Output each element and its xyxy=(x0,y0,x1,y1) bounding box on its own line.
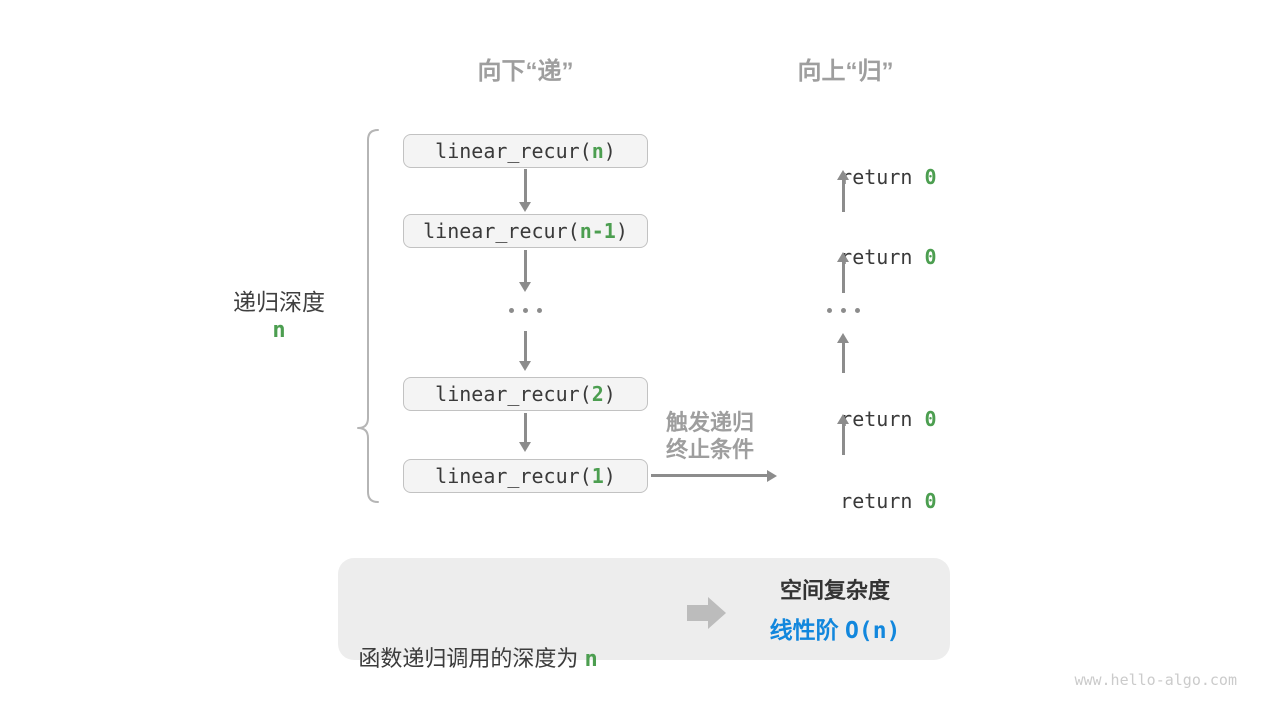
call-text: ) xyxy=(603,382,616,406)
space-complexity-title: 空间复杂度 xyxy=(779,578,890,603)
call-text: ) xyxy=(603,464,616,488)
return-value: 0 xyxy=(924,407,937,431)
summary-var-n: n xyxy=(584,647,598,672)
depth-value-n: n xyxy=(272,318,286,343)
return-keyword: return xyxy=(840,245,925,269)
call-arg: n-1 xyxy=(579,219,616,243)
call-box-1: linear_recur(1) xyxy=(403,459,648,493)
return-statement: return 0 xyxy=(792,380,937,458)
arrow-up-icon xyxy=(837,333,849,373)
depth-label: 递归深度 xyxy=(233,289,325,315)
return-value: 0 xyxy=(924,245,937,269)
arrow-down-icon xyxy=(519,331,531,371)
call-arg: n xyxy=(591,139,604,163)
summary-description: 函数递归调用的深度为 n 共使用 O(n) 的栈帧空间 xyxy=(338,574,618,720)
return-statement: return 0 xyxy=(792,138,937,216)
ellipsis-dots-left xyxy=(509,308,542,313)
column-header-descend: 向下“递” xyxy=(477,58,574,85)
space-complexity-value: 线性阶 O(n) xyxy=(769,617,901,644)
arrow-down-icon xyxy=(519,250,531,292)
terminate-condition-label: 触发递归 终止条件 xyxy=(640,409,780,463)
call-text: linear_recur( xyxy=(435,382,592,406)
call-text: ) xyxy=(603,139,616,163)
call-text: ) xyxy=(615,219,628,243)
call-box-n-1: linear_recur(n-1) xyxy=(403,214,648,248)
terminate-label-line1: 触发递归 xyxy=(665,410,754,435)
ellipsis-dots-right xyxy=(827,308,860,313)
call-text: linear_recur( xyxy=(423,219,580,243)
call-box-n: linear_recur(n) xyxy=(403,134,648,168)
watermark: www.hello-algo.com xyxy=(1074,671,1237,689)
summary-line1: 函数递归调用的深度为 n xyxy=(358,646,598,672)
arrow-down-icon xyxy=(519,169,531,212)
terminate-label-line2: 终止条件 xyxy=(665,437,754,462)
return-keyword: return xyxy=(840,489,925,513)
return-statement: return 0 xyxy=(792,218,937,296)
arrow-up-icon xyxy=(837,252,849,293)
summary-result: 空间复杂度 线性阶 O(n) xyxy=(740,574,930,648)
call-text: linear_recur( xyxy=(435,464,592,488)
return-statement: return 0 xyxy=(792,462,937,540)
call-text: linear_recur( xyxy=(435,139,592,163)
column-header-ascend: 向上“归” xyxy=(797,58,894,85)
summary-panel: 函数递归调用的深度为 n 共使用 O(n) 的栈帧空间 空间复杂度 线性阶 O(… xyxy=(338,558,950,672)
return-value: 0 xyxy=(924,489,937,513)
return-keyword: return xyxy=(840,165,925,189)
arrow-right-icon xyxy=(651,469,777,482)
depth-brace xyxy=(357,129,379,503)
depth-value: n xyxy=(214,317,344,343)
arrow-up-icon xyxy=(837,170,849,212)
return-value: 0 xyxy=(924,165,937,189)
call-arg: 2 xyxy=(591,382,604,406)
call-arg: 1 xyxy=(591,464,604,488)
arrow-up-icon xyxy=(837,414,849,455)
arrow-down-icon xyxy=(519,413,531,452)
call-box-2: linear_recur(2) xyxy=(403,377,648,411)
block-arrow-right-icon xyxy=(687,597,726,629)
return-keyword: return xyxy=(840,407,925,431)
